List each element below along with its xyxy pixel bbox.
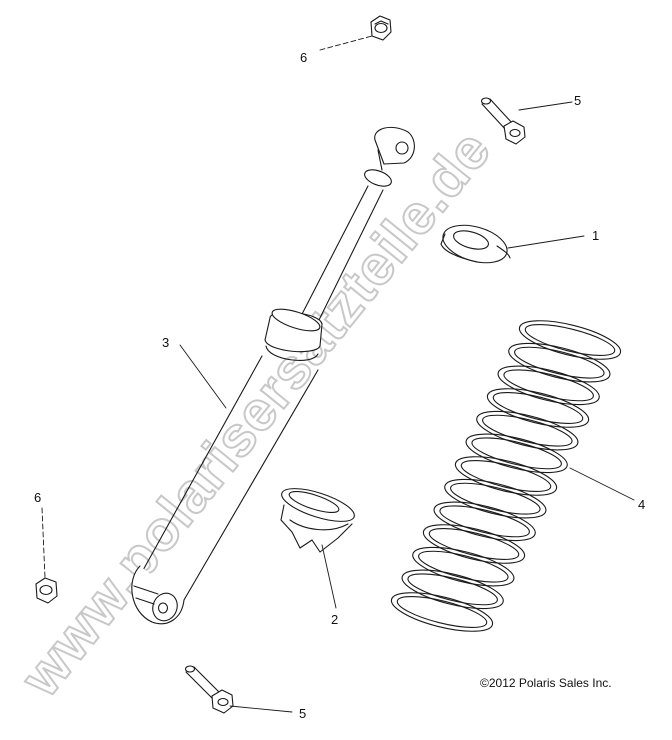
leader-lines — [41, 35, 635, 713]
spring-coil-turn — [459, 454, 554, 498]
spring-coil-turn — [523, 318, 618, 362]
spring-coil-turn — [452, 449, 560, 503]
spring-coil-turn — [480, 409, 575, 453]
spring-coil-turn — [463, 426, 571, 480]
coil-spring-part — [388, 313, 624, 639]
callout-5-bottom: 5 — [299, 706, 307, 721]
spring-coil-turn — [484, 381, 592, 435]
spring-coil-turn — [495, 358, 603, 412]
spring-coil-turn — [405, 568, 500, 612]
spring-coil-turn — [416, 545, 511, 589]
spring-coil-turn — [437, 500, 532, 544]
leader-5-bottom — [229, 705, 293, 713]
callout-4: 4 — [638, 497, 646, 512]
spring-coil-turn — [448, 477, 543, 521]
spring-coil-turn — [388, 585, 496, 639]
leader-1 — [507, 235, 585, 249]
spring-coil-turn — [427, 522, 522, 566]
spring-coil-turn — [505, 336, 613, 390]
leader-4 — [569, 467, 635, 501]
leader-5-top — [518, 101, 573, 111]
spring-coil-turn — [469, 432, 564, 476]
bolt-bottom-part — [186, 666, 234, 713]
spring-coil-turn — [409, 540, 517, 594]
spring-coil-turn — [491, 386, 586, 430]
callout-6-top: 6 — [300, 50, 308, 65]
spring-coil-turn — [473, 404, 581, 458]
spring-coil-turn — [431, 494, 539, 548]
spring-coil-turn — [420, 517, 528, 571]
leader-6-left — [41, 507, 46, 579]
spring-coil-turn — [501, 364, 596, 408]
bolt-top-part — [482, 98, 526, 144]
nut-top-part — [371, 16, 391, 40]
callout-5-top: 5 — [574, 93, 582, 108]
leader-3 — [179, 344, 227, 409]
spring-seat-part — [278, 482, 358, 552]
nut-left-part — [36, 578, 57, 603]
spring-coil-turn — [395, 590, 490, 634]
leader-2 — [321, 544, 337, 609]
spring-coil-turn — [516, 313, 624, 367]
copyright-notice: ©2012 Polaris Sales Inc. — [480, 676, 612, 690]
spring-coil-turn — [399, 562, 507, 616]
callout-6-left: 6 — [34, 490, 42, 505]
spring-coil-turn — [512, 341, 607, 385]
shock-absorber-part — [132, 127, 415, 624]
callout-3: 3 — [162, 335, 170, 350]
spring-retainer-part — [439, 219, 512, 270]
callout-1: 1 — [592, 228, 600, 243]
callout-2: 2 — [331, 612, 339, 627]
spring-coil-turn — [441, 472, 549, 526]
leader-6-top — [319, 35, 373, 51]
